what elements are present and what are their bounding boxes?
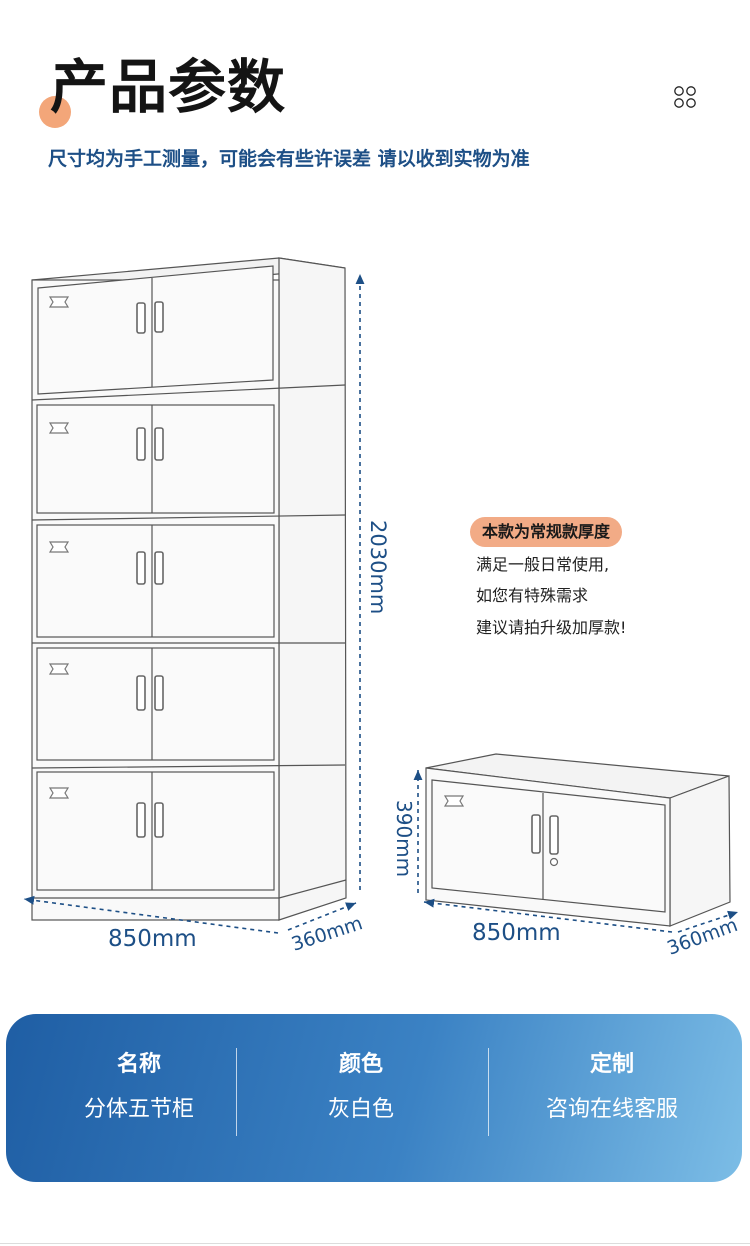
cabinet-dimension-diagram: 2030mm 850mm 360mm 390mm 850mm 360mm xyxy=(23,257,741,960)
short-cabinet-dimension-lines xyxy=(413,770,739,933)
thickness-note-line: 建议请拍升级加厚款! xyxy=(476,618,627,637)
spec-custom: 定制 咨询在线客服 xyxy=(496,1014,728,1182)
short-cabinet-width-label: 850mm xyxy=(472,920,561,946)
short-cabinet-label-holder xyxy=(443,795,465,807)
short-cabinet-height-label: 390mm xyxy=(392,800,416,877)
spec-label: 颜色 xyxy=(338,1052,383,1077)
tall-cabinet-drawing xyxy=(31,257,347,921)
tall-cabinet-depth-label: 360mm xyxy=(289,912,366,956)
tall-cabinet-width-label: 850mm xyxy=(108,926,197,952)
spec-color: 颜色 灰白色 xyxy=(246,1014,476,1182)
tall-cabinet-label-holders xyxy=(48,296,70,799)
tall-cabinet-doors xyxy=(36,265,275,891)
page-title: 产品参数 xyxy=(50,53,287,121)
thickness-note-badge: 本款为常规款厚度 xyxy=(470,517,623,547)
lock-icon xyxy=(549,857,559,867)
spec-value: 分体五节柜 xyxy=(83,1097,194,1122)
tall-cabinet-height-label: 2030mm xyxy=(366,520,390,614)
four-circles-icon[interactable] xyxy=(672,84,698,110)
bottom-divider xyxy=(0,1243,750,1244)
tall-cabinet-dimension-lines xyxy=(23,274,365,934)
spec-value: 咨询在线客服 xyxy=(545,1097,678,1122)
title-accent-dot xyxy=(39,96,71,128)
short-cabinet-handles xyxy=(531,814,559,855)
spec-divider xyxy=(236,1048,237,1136)
spec-value: 灰白色 xyxy=(327,1097,394,1122)
thickness-note-line: 满足一般日常使用, xyxy=(476,555,610,574)
spec-label: 名称 xyxy=(116,1052,161,1077)
measurement-disclaimer: 尺寸均为手工测量，可能会有些许误差 请以收到实物为准 xyxy=(48,148,530,170)
spec-divider xyxy=(488,1048,489,1136)
tall-cabinet-handles xyxy=(136,301,164,838)
spec-name: 名称 分体五节柜 xyxy=(24,1014,254,1182)
short-cabinet-drawing xyxy=(425,753,731,927)
spec-panel: 名称 分体五节柜 颜色 灰白色 定制 咨询在线客服 xyxy=(6,1014,742,1182)
spec-label: 定制 xyxy=(589,1052,634,1077)
thickness-note-line: 如您有特殊需求 xyxy=(476,586,589,605)
